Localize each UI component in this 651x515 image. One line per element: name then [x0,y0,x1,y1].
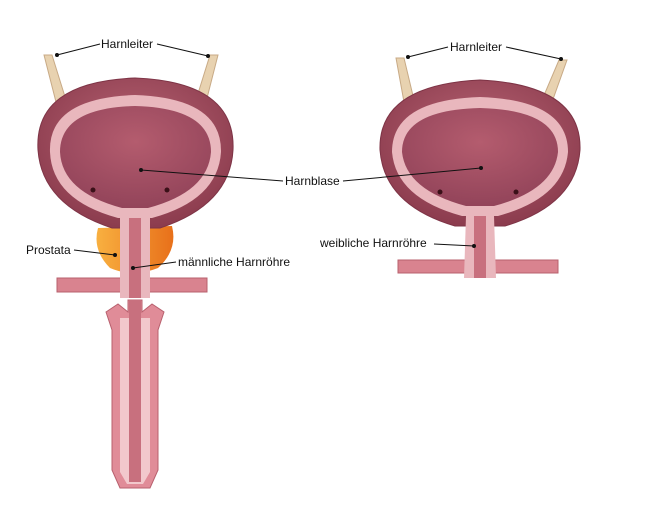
female-urethra-label: weibliche Harnröhre [319,236,427,250]
label-ureter-left: Harnleiter [55,37,210,58]
bladder-label: Harnblase [285,174,340,188]
label-bladder: Harnblase [139,166,483,188]
ureter-label-left: Harnleiter [101,37,153,51]
label-male-urethra: männliche Harnröhre [131,255,290,270]
bladder-lumen [60,106,211,208]
label-female-urethra: weibliche Harnröhre [319,236,476,250]
female-bladder-illustration [379,57,581,278]
label-prostate: Prostata [26,243,117,257]
male-urethra-label: männliche Harnröhre [178,255,290,269]
label-ureter-right: Harnleiter [406,40,563,61]
male-bladder-illustration [37,54,234,489]
ureter-label-right: Harnleiter [450,40,502,54]
left-ureter-left [43,54,67,103]
prostate-label: Prostata [26,243,71,257]
